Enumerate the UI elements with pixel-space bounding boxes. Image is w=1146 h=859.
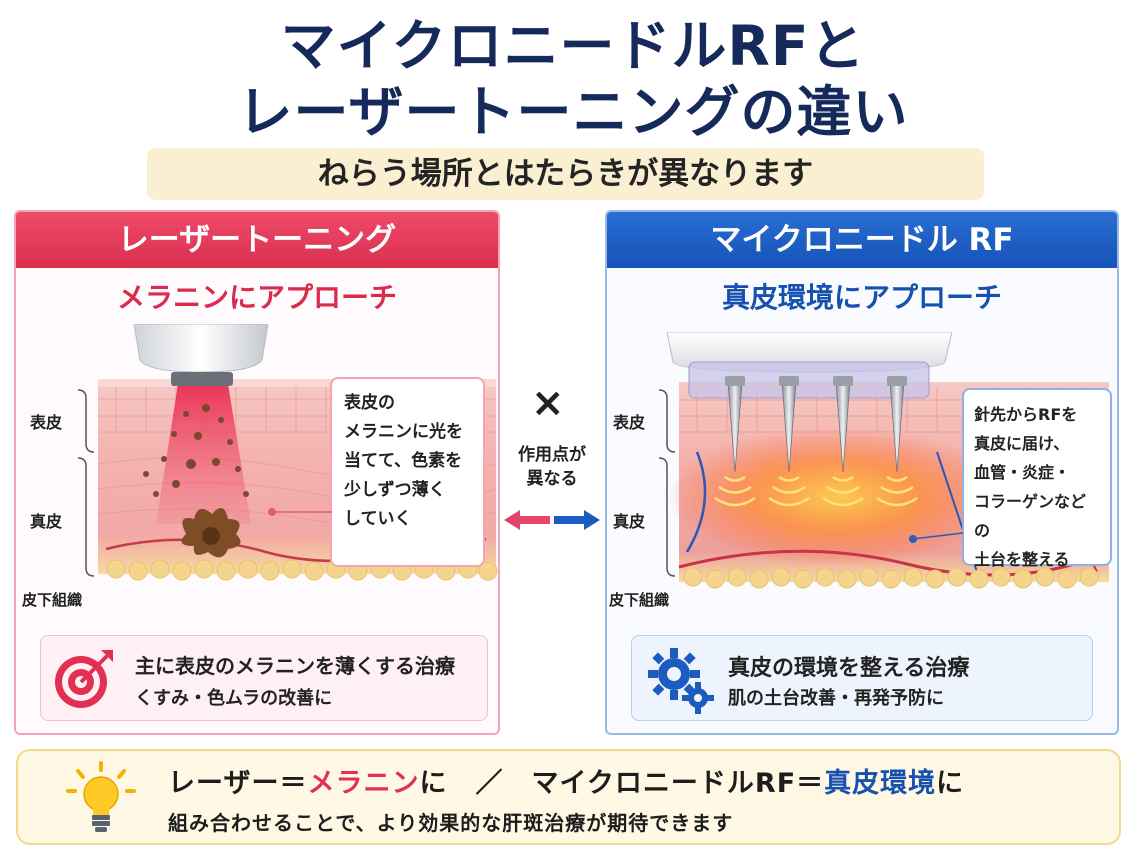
laser-callout-line: 少しずつ薄く <box>344 480 446 500</box>
rf-callout: 針先からRFを 真皮に届け、 血管・炎症・ コラーゲンなどの 土台を整える <box>962 388 1112 569</box>
laser-layer-dermis: 真皮 <box>30 512 63 531</box>
page-title-line1: マイクロニードルRFと <box>280 14 866 78</box>
center-arrows-icon <box>504 510 600 530</box>
laser-summary-main: 主に表皮のメラニンを薄くする治療 <box>135 654 455 678</box>
laser-toning-header: レーザートーニング <box>16 212 498 268</box>
rf-layer-subcutis: 皮下組織 <box>609 591 670 609</box>
laser-callout-pointer <box>268 508 332 516</box>
laser-callout-line: 表皮の <box>344 393 395 413</box>
subtitle: ねらう場所とはたらきが異なります <box>147 148 984 200</box>
bottom-line1-melanin: メラニン <box>307 768 420 799</box>
bottom-line1-mid: に ／ マイクロニードルRF＝ <box>419 768 825 799</box>
bottom-line1-laser: レーザー＝ <box>168 768 308 799</box>
rf-summary-main: 真皮の環境を整える治療 <box>728 656 970 681</box>
laser-toning-panel: レーザートーニング メラニンにアプローチ <box>14 210 500 735</box>
bottom-line1-dermis: 真皮環境 <box>824 768 937 799</box>
laser-callout-line: メラニンに光を <box>344 422 463 442</box>
laser-layer-subcutis: 皮下組織 <box>22 591 83 609</box>
rf-callout-line: 真皮に届け、 <box>974 434 1070 453</box>
bottom-summary: レーザー＝メラニンに ／ マイクロニードルRF＝真皮環境に 組み合わせることで、… <box>16 749 1121 845</box>
bottom-line1: レーザー＝メラニンに ／ マイクロニードルRF＝真皮環境に <box>168 761 964 800</box>
rf-callout-line: 針先からRFを <box>974 405 1078 424</box>
rf-layer-epidermis: 表皮 <box>613 413 646 432</box>
bottom-line1-end: に <box>936 768 965 799</box>
target-icon <box>55 650 113 708</box>
laser-summary: 主に表皮のメラニンを薄くする治療 くすみ・色ムラの改善に <box>40 635 488 721</box>
laser-approach-title: メラニンにアプローチ <box>116 281 397 314</box>
laser-layer-brackets <box>77 389 95 577</box>
rf-layer-brackets <box>658 389 676 577</box>
rf-callout-line: コラーゲンなどの <box>974 492 1087 540</box>
rf-summary-sub: 肌の土台改善・再発予防に <box>728 688 944 709</box>
microneedle-rf-header: マイクロニードル RF <box>607 212 1117 268</box>
laser-summary-sub: くすみ・色ムラの改善に <box>135 688 333 709</box>
microneedle-rf-panel: マイクロニードル RF 真皮環境にアプローチ <box>605 210 1119 735</box>
laser-callout-line: 当てて、色素を <box>344 451 463 471</box>
rf-summary: 真皮の環境を整える治療 肌の土台改善・再発予防に <box>631 635 1093 721</box>
center-text: 作用点が 異なる <box>500 443 604 491</box>
rf-callout-line: 土台を整える <box>974 550 1070 569</box>
center-cross-symbol: × <box>531 380 565 426</box>
page-title-line2: レーザートーニングの違い <box>237 80 909 144</box>
rf-callout-line: 血管・炎症・ <box>974 463 1071 482</box>
center-text-line: 異なる <box>526 469 578 489</box>
bottom-line2: 組み合わせることで、より効果的な肝斑治療が期待できます <box>168 811 734 835</box>
laser-callout-line: していく <box>344 509 412 529</box>
rf-approach-title: 真皮環境にアプローチ <box>721 281 1002 314</box>
rf-callout-pointer <box>909 532 964 543</box>
laser-callout: 表皮の メラニンに光を 当てて、色素を 少しずつ薄く していく <box>330 377 485 567</box>
laser-layer-epidermis: 表皮 <box>30 413 63 432</box>
rf-layer-dermis: 真皮 <box>613 512 646 531</box>
lightbulb-icon <box>66 761 136 832</box>
gear-icon <box>648 648 714 714</box>
center-text-line: 作用点が <box>518 445 586 465</box>
